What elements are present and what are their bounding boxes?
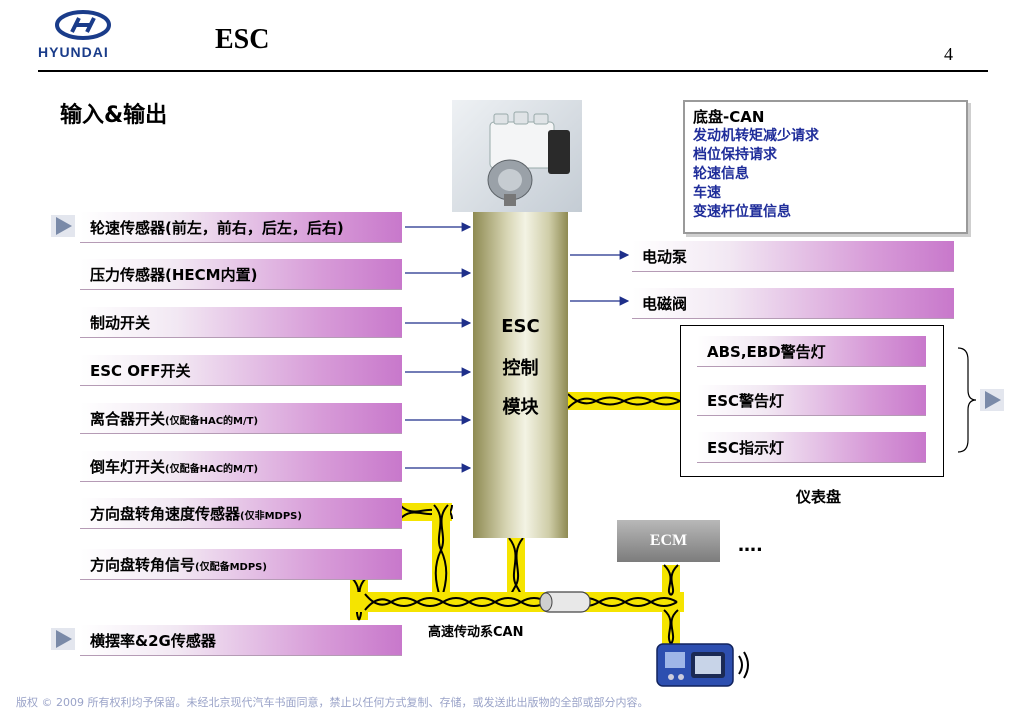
lamp-label: ESC指示灯 [707, 439, 785, 457]
input-note: (仅非MDPS) [240, 511, 302, 522]
input-clutch-switch: 离合器开关(仅配备HAC的M/T) [80, 403, 402, 434]
input-label: 方向盘转角速度传感器(仅非MDPS) [90, 505, 302, 523]
input-brake-switch: 制动开关 [80, 307, 402, 338]
header-rule [38, 70, 988, 72]
lamp-esc-indicator: ESC指示灯 [697, 432, 926, 463]
hyundai-emblem-icon [55, 10, 111, 40]
input-label: 倒车灯开关(仅配备HAC的M/T) [90, 458, 259, 476]
bullet-icon [51, 215, 75, 237]
esc-module-photo [452, 100, 582, 212]
bullet-icon [51, 628, 75, 650]
logo-wordmark: HYUNDAI [38, 44, 109, 60]
ecm-box: ECM [617, 520, 720, 562]
hydraulic-unit-icon [487, 111, 570, 206]
input-esc-off-switch: ESC OFF开关 [80, 355, 402, 386]
input-label: 压力传感器(HECM内置) [90, 266, 258, 284]
input-label: 轮速传感器(前左，前右，后左，后右) [90, 219, 344, 237]
section-subtitle: 输入&输出 [60, 103, 168, 128]
input-label: 横摆率&2G传感器 [90, 632, 216, 650]
ecu-label-line1: ESC [501, 316, 540, 337]
hyundai-logo: HYUNDAI [38, 10, 128, 62]
can-item: 发动机转矩减少请求 [693, 128, 819, 144]
ecm-ellipsis: …. [738, 535, 763, 556]
input-steering-angle-signal: 方向盘转角信号(仅配备MDPS) [80, 549, 402, 580]
input-label: ESC OFF开关 [90, 362, 191, 380]
can-item: 车速 [693, 185, 721, 201]
can-item: 变速杆位置信息 [693, 204, 791, 220]
input-yaw-rate-sensor: 横摆率&2G传感器 [80, 625, 402, 656]
can-item: 轮速信息 [693, 166, 749, 182]
input-steering-angle-speed-sensor: 方向盘转角速度传感器(仅非MDPS) [80, 498, 402, 529]
copyright-footer: 版权 © 2009 所有权利均予保留。未经北京现代汽车书面同意，禁止以任何方式复… [16, 696, 649, 709]
page-number: 4 [944, 44, 953, 64]
output-motor-pump: 电动泵 [632, 241, 954, 272]
esc-control-module: ESC 控制 模块 [473, 212, 568, 538]
bullet-icon [980, 389, 1004, 411]
input-label: 制动开关 [90, 314, 151, 332]
output-label: 电动泵 [642, 248, 688, 266]
can-box-title: 底盘-CAN [693, 108, 765, 126]
ecu-label-line3: 模块 [502, 397, 539, 418]
input-wheel-speed-sensor: 轮速传感器(前左，前右，后左，后右) [80, 212, 402, 243]
lamp-abs-ebd-warning: ABS,EBD警告灯 [697, 336, 926, 367]
page-title: ESC [215, 24, 270, 55]
lamp-label: ABS,EBD警告灯 [707, 343, 826, 361]
twisted-pair-cables [350, 392, 684, 645]
output-label: 电磁阀 [642, 295, 688, 313]
input-note: (仅配备HAC的M/T) [165, 416, 259, 427]
powertrain-can-label: 高速传动系CAN [428, 625, 524, 640]
cluster-label: 仪表盘 [796, 488, 842, 506]
lamp-label: ESC警告灯 [707, 392, 785, 410]
input-label: 离合器开关(仅配备HAC的M/T) [90, 410, 259, 428]
input-reverse-lamp-switch: 倒车灯开关(仅配备HAC的M/T) [80, 451, 402, 482]
input-note: (仅配备MDPS) [195, 562, 267, 573]
input-note: (仅配备HAC的M/T) [165, 464, 259, 475]
bracket-icon [957, 347, 977, 453]
diagnostic-scanner-icon [655, 642, 755, 688]
can-item: 档位保持请求 [693, 147, 777, 163]
input-label: 方向盘转角信号(仅配备MDPS) [90, 556, 267, 574]
chassis-can-box: 底盘-CAN 发动机转矩减少请求 档位保持请求 轮速信息 车速 变速杆位置信息 [683, 100, 968, 234]
output-solenoid-valve: 电磁阀 [632, 288, 954, 319]
lamp-esc-warning: ESC警告灯 [697, 385, 926, 416]
input-pressure-sensor: 压力传感器(HECM内置) [80, 259, 402, 290]
ecu-label-line2: 控制 [502, 358, 539, 379]
